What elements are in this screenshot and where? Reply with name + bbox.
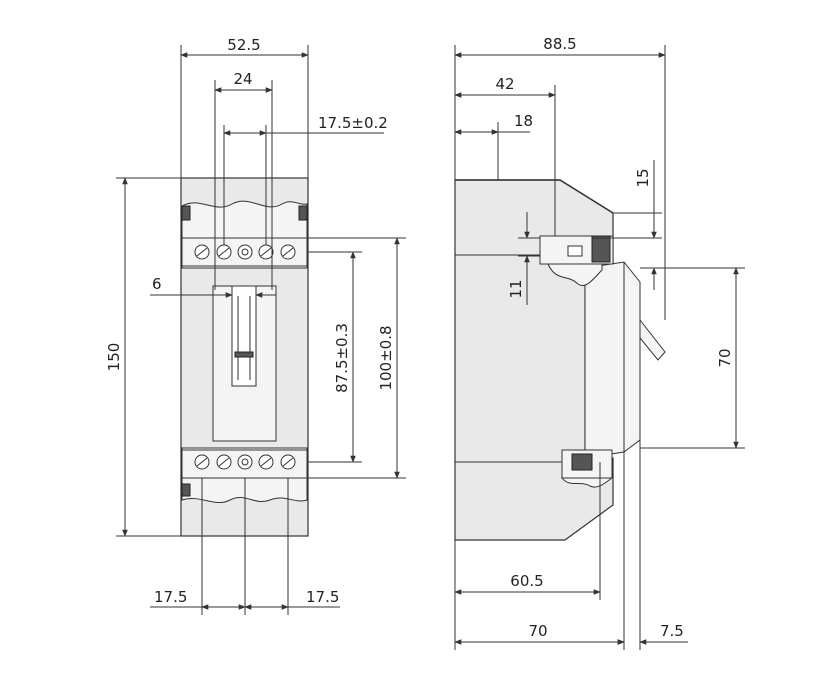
dim-hole-spacing: 87.5±0.3 (333, 323, 351, 393)
dim-60-5: 60.5 (510, 572, 543, 590)
side-top-terminal-window (567, 245, 583, 257)
dim-pitch: 17.5±0.2 (318, 114, 388, 132)
dim-42: 42 (495, 75, 514, 93)
dim-11: 11 (507, 279, 525, 298)
bottom-screws (194, 454, 296, 470)
dim-7-5: 7.5 (660, 622, 684, 640)
front-handle (231, 285, 257, 387)
dim-15: 15 (634, 168, 652, 187)
dim-bottom-left: 17.5 (154, 588, 187, 606)
side-view: 88.5 42 18 15 11 70 60.5 (454, 35, 745, 650)
dim-70-bottom: 70 (528, 622, 547, 640)
side-top-break (547, 263, 603, 286)
front-top-right-notch (298, 205, 308, 221)
front-view: 52.5 24 17.5±0.2 6 150 87.5±0.3 100±0.8 (105, 36, 406, 615)
side-front-cover (584, 261, 641, 459)
dim-height-total: 150 (105, 343, 123, 372)
screw-icon (237, 244, 253, 260)
side-top-terminal-block (591, 235, 611, 263)
screw-icon (237, 454, 253, 470)
front-top-section (181, 200, 308, 239)
dim-depth-total: 88.5 (543, 35, 576, 53)
side-lever (639, 318, 666, 361)
dim-width-24: 24 (233, 70, 252, 88)
front-bottom-left-notch (181, 483, 191, 497)
dim-6: 6 (152, 275, 162, 293)
dim-bottom-right: 17.5 (306, 588, 339, 606)
side-bottom-terminal-block (571, 453, 593, 471)
dim-70-vertical: 70 (716, 348, 734, 367)
dim-18: 18 (514, 112, 533, 130)
handle-mark (234, 351, 254, 358)
dim-width-total: 52.5 (227, 36, 260, 54)
dim-terminal-spacing: 100±0.8 (377, 325, 395, 390)
front-top-left-notch (181, 205, 191, 221)
